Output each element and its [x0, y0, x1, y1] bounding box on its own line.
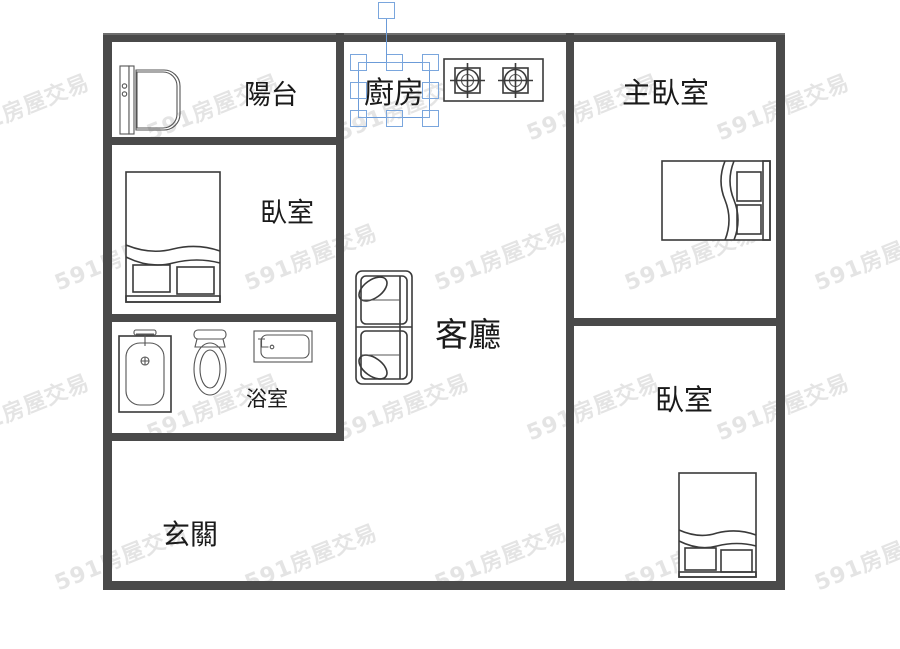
- walls: [103, 33, 785, 590]
- double-bed-icon-right: [678, 472, 757, 578]
- wall-balcony-bedroom: [103, 137, 344, 145]
- resize-handle-w[interactable]: [349, 81, 367, 99]
- room-label-bedroom-right: 臥室: [655, 383, 714, 417]
- bathtub-icon: [253, 330, 313, 363]
- selection-bounding-box: [358, 62, 430, 118]
- shower-tray-icon: [118, 329, 172, 413]
- wall-top-highlight: [103, 33, 785, 35]
- resize-handle-sw[interactable]: [349, 109, 367, 127]
- room-label-balcony: 陽台: [244, 80, 298, 111]
- rotation-connector-line: [386, 18, 387, 62]
- room-label-foyer: 玄關: [162, 518, 219, 551]
- wall-outer-right: [776, 33, 785, 590]
- toilet-icon: [193, 329, 227, 396]
- gas-stove-icon: [443, 58, 544, 102]
- room-label-kitchen[interactable]: 廚房: [364, 76, 424, 111]
- rotation-handle[interactable]: [377, 1, 395, 19]
- room-label-bedroom-left: 臥室: [260, 198, 314, 229]
- wall-bathroom-foyer: [103, 433, 344, 441]
- wall-outer-left: [103, 33, 112, 590]
- room-label-master-bedroom: 主臥室: [622, 76, 710, 110]
- resize-handle-s[interactable]: [385, 109, 403, 127]
- resize-handle-e[interactable]: [421, 81, 439, 99]
- wall-left-block-divider: [336, 33, 344, 441]
- wall-master-bedroom-divider: [566, 318, 785, 326]
- wall-right-block-divider: [566, 33, 574, 590]
- sofa-icon: [355, 270, 413, 385]
- resize-handle-ne[interactable]: [421, 53, 439, 71]
- wall-outer-top: [103, 33, 785, 42]
- room-label-bathroom: 浴室: [246, 387, 288, 411]
- double-bed-icon-master: [661, 160, 771, 241]
- room-label-living-room: 客廳: [435, 315, 501, 354]
- washing-machine-icon: [119, 65, 181, 135]
- resize-handle-se[interactable]: [421, 109, 439, 127]
- wall-bedroom-bathroom: [103, 314, 344, 322]
- resize-handle-n[interactable]: [385, 53, 403, 71]
- wall-outer-bottom: [103, 581, 785, 590]
- double-bed-icon-left: [125, 171, 221, 303]
- resize-handle-nw[interactable]: [349, 53, 367, 71]
